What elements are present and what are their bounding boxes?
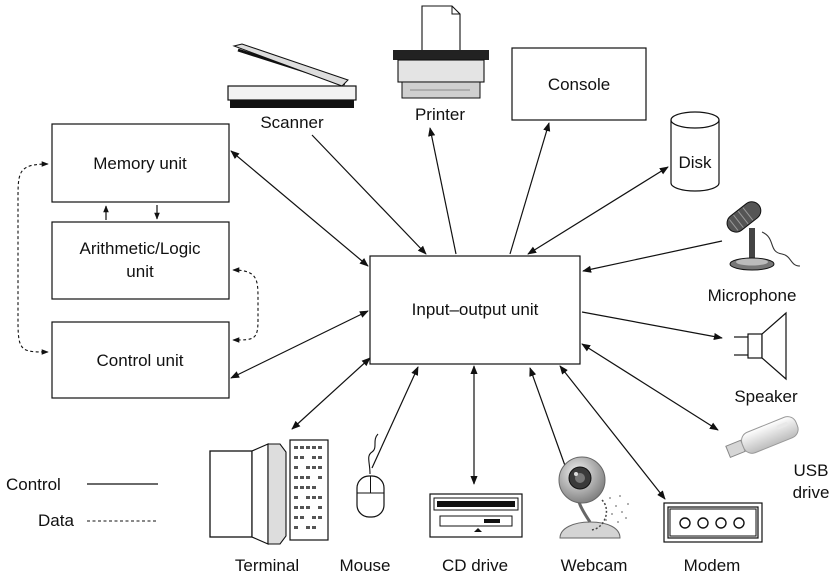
scanner-icon [227, 43, 357, 108]
webcam-io-link [529, 367, 569, 475]
control-unit-label: Control unit [97, 351, 184, 370]
memory-io-link [230, 150, 369, 267]
modem-label: Modem [684, 556, 741, 575]
control-unit-box: Control unit [51, 321, 230, 399]
cd-drive-icon [429, 493, 523, 538]
printer-icon [393, 5, 489, 99]
io-speaker-link [581, 311, 723, 341]
disk-cylinder-icon: Disk [670, 111, 720, 192]
console-label: Console [548, 75, 610, 94]
io-unit-box: Input–output unit [369, 255, 581, 365]
alu-label-line1: Arithmetic/Logic [80, 239, 201, 258]
io-disk-link [527, 166, 669, 255]
cd-drive-label: CD drive [442, 556, 508, 575]
microphone-io-link [582, 240, 723, 273]
io-modem-link [559, 365, 666, 500]
control-io-link [230, 310, 369, 379]
memory-unit-box: Memory unit [51, 123, 230, 203]
usb-label-line2: drive [793, 483, 830, 502]
terminal-icon [209, 439, 329, 545]
legend: Control Data [6, 475, 158, 530]
io-printer-link [428, 127, 457, 255]
io-usb-link [581, 343, 719, 431]
memory-unit-label: Memory unit [93, 154, 187, 173]
webcam-label: Webcam [561, 556, 628, 575]
alu-label-line2: unit [126, 262, 154, 281]
disk-label: Disk [678, 153, 712, 172]
console-box: Console [511, 47, 647, 121]
scanner-io-link [311, 134, 427, 255]
mouse-icon [356, 433, 385, 518]
alu-control-dashed-link [232, 267, 259, 343]
terminal-label: Terminal [235, 556, 299, 575]
mouse-io-link [371, 366, 419, 469]
legend-control-label: Control [6, 475, 61, 494]
mouse-label: Mouse [339, 556, 390, 575]
legend-data-label: Data [38, 511, 74, 530]
speaker-icon [734, 311, 787, 381]
usb-label-line1: USB [794, 461, 829, 480]
usb-drive-icon [725, 416, 799, 459]
io-unit-label: Input–output unit [412, 300, 539, 319]
printer-label: Printer [415, 105, 465, 124]
alu-box: Arithmetic/Logic unit [51, 221, 230, 300]
scanner-label: Scanner [260, 113, 324, 132]
microphone-icon [726, 201, 801, 271]
terminal-io-link [291, 357, 371, 430]
microphone-label: Microphone [708, 286, 797, 305]
modem-icon [663, 502, 763, 543]
webcam-icon [558, 456, 629, 539]
io-console-link [509, 122, 551, 255]
memory-control-dashed-link [17, 161, 49, 355]
speaker-label: Speaker [734, 387, 798, 406]
